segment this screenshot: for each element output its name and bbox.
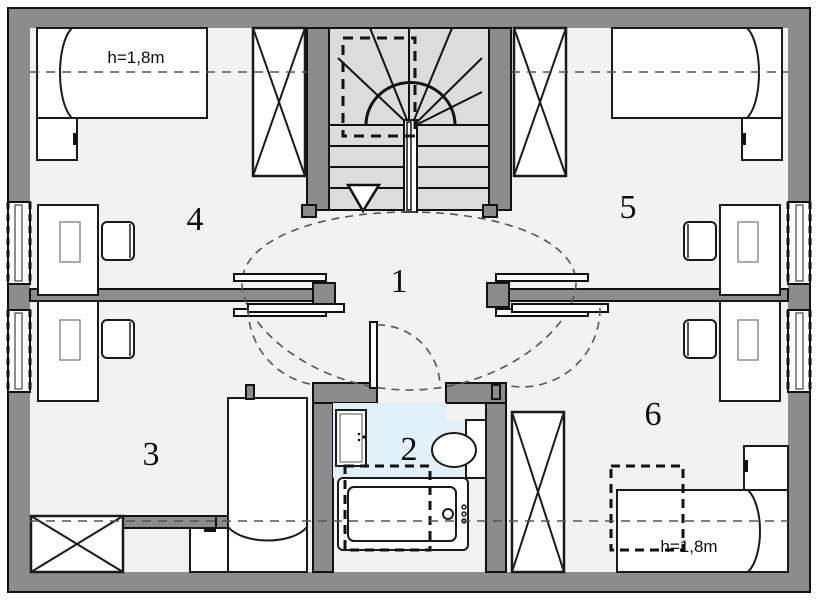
room-number-1: 1 [391,263,408,300]
desk-room5 [719,204,781,296]
ceiling-height-labels: h=1,8m h=1,8m [107,48,717,556]
wardrobe-room3-x2 [30,515,124,573]
wardrobe-room5-x2 [513,27,567,177]
bathtub-tap-2 [461,511,467,517]
bed-room5 [611,27,783,119]
window-left-upper [6,201,32,285]
bed-room3 [227,397,308,573]
room-number-6: 6 [645,396,662,433]
stair-ceiling-opening-dashed [341,36,417,138]
height-label-right: h=1,8m [660,537,717,556]
room-6-furniture [510,300,789,574]
nightstand-room3 [189,527,229,573]
wall-bathroom-right [485,382,507,573]
door-jamb-stair-left [301,204,317,218]
bed-room6 [616,489,789,573]
desk-room6-chair [683,319,717,359]
stair-nose-arc [364,81,457,126]
room-5-furniture [512,26,783,296]
stair-winder-lines [337,27,483,126]
nightstand-room5 [741,117,783,161]
nightstand-room6-handle [744,460,748,472]
desk-room6-monitor [737,319,759,361]
window-left-lower [6,309,32,393]
room-number-labels: 1 2 3 4 5 6 [143,189,662,473]
desk-room5-monitor [737,221,759,263]
height-label-left: h=1,8m [107,48,164,67]
washbasin-tap [362,435,366,439]
wardrobe-room4-x2 [252,27,306,177]
staircase [328,27,490,214]
nightstand-room4-handle [73,133,77,145]
hallway-boundary [241,211,577,391]
wall-stair-left [306,27,330,211]
room-3-furniture [29,300,308,574]
swing-door-room6 [491,303,609,400]
swing-door-room3 [245,303,345,400]
wall-bathroom-left [312,382,334,573]
room-number-3: 3 [143,436,160,473]
bed-room5-duvet-edge [746,27,760,119]
nightstand-room4 [36,117,78,161]
wall-room3-stub [121,515,217,529]
bathroom-slope-dashed [343,464,432,552]
bathtub-inner [347,486,457,542]
nightstand-room6 [743,445,789,491]
room6-slope-dashed [609,464,685,552]
bed-room4 [36,27,208,119]
swing-door-bathroom [369,321,441,389]
windows [6,201,812,393]
nightstand-room3-handle [204,528,216,532]
wall-stair-right [488,27,512,211]
desk-room4-monitor [59,221,81,263]
desk-room4-chair [101,221,135,261]
stair-direction-arrow [345,183,382,214]
washbasin-drain-2 [357,438,361,442]
room-number-2: 2 [401,431,418,468]
door-jamb-stair-right [482,204,498,218]
desk-room3-monitor [59,319,81,361]
desk-room5-chair [683,221,717,261]
window-right-lower [786,309,812,393]
bathtub-drain [442,508,454,520]
toilet-bowl [431,432,477,468]
washbasin-bowl [339,413,363,463]
room-number-4: 4 [187,201,204,238]
window-right-upper [786,201,812,285]
room-4-furniture [36,26,307,296]
bathroom-room-2 [333,403,487,552]
roof-slope-lines [30,71,788,522]
stair-handrail [406,121,412,211]
bed-room3-duvet-edge [227,526,308,542]
nightstand-room5-handle [742,133,746,145]
bed-room4-duvet-edge [59,27,73,119]
doors [233,204,609,400]
bathtub-tap-1 [461,504,467,510]
room-number-5: 5 [620,189,637,226]
desk-room3-chair [101,319,135,359]
wardrobe-room6-x2 [511,411,565,573]
bed-room6-duvet-edge [747,489,761,573]
washbasin-drain [357,432,361,436]
